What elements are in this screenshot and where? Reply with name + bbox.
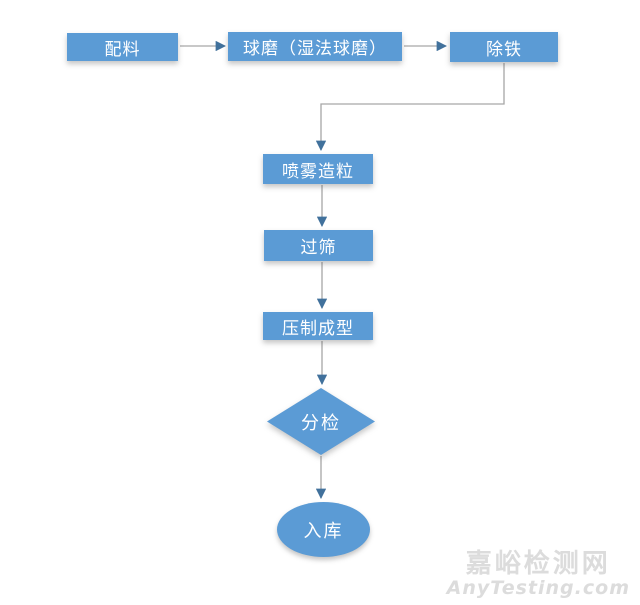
- node-warehousing: 入库: [277, 502, 370, 557]
- node-batching: 配料: [67, 33, 178, 61]
- node-ball-mill: 球磨（湿法球磨）: [228, 32, 402, 61]
- node-press-forming: 压制成型: [263, 312, 373, 340]
- node-iron-removal: 除铁: [450, 32, 558, 62]
- watermark: 嘉峪检测网 AnyTesting.com: [446, 548, 630, 600]
- watermark-english: AnyTesting.com: [446, 577, 630, 600]
- edge-ironremoval-spray: [315, 63, 505, 152]
- watermark-chinese: 嘉峪检测网: [465, 548, 611, 579]
- node-spray-granulation: 喷雾造粒: [263, 154, 373, 184]
- node-inspection: 分检: [267, 388, 375, 455]
- node-inspection-shape: 分检: [267, 388, 375, 455]
- node-sieving: 过筛: [264, 230, 373, 261]
